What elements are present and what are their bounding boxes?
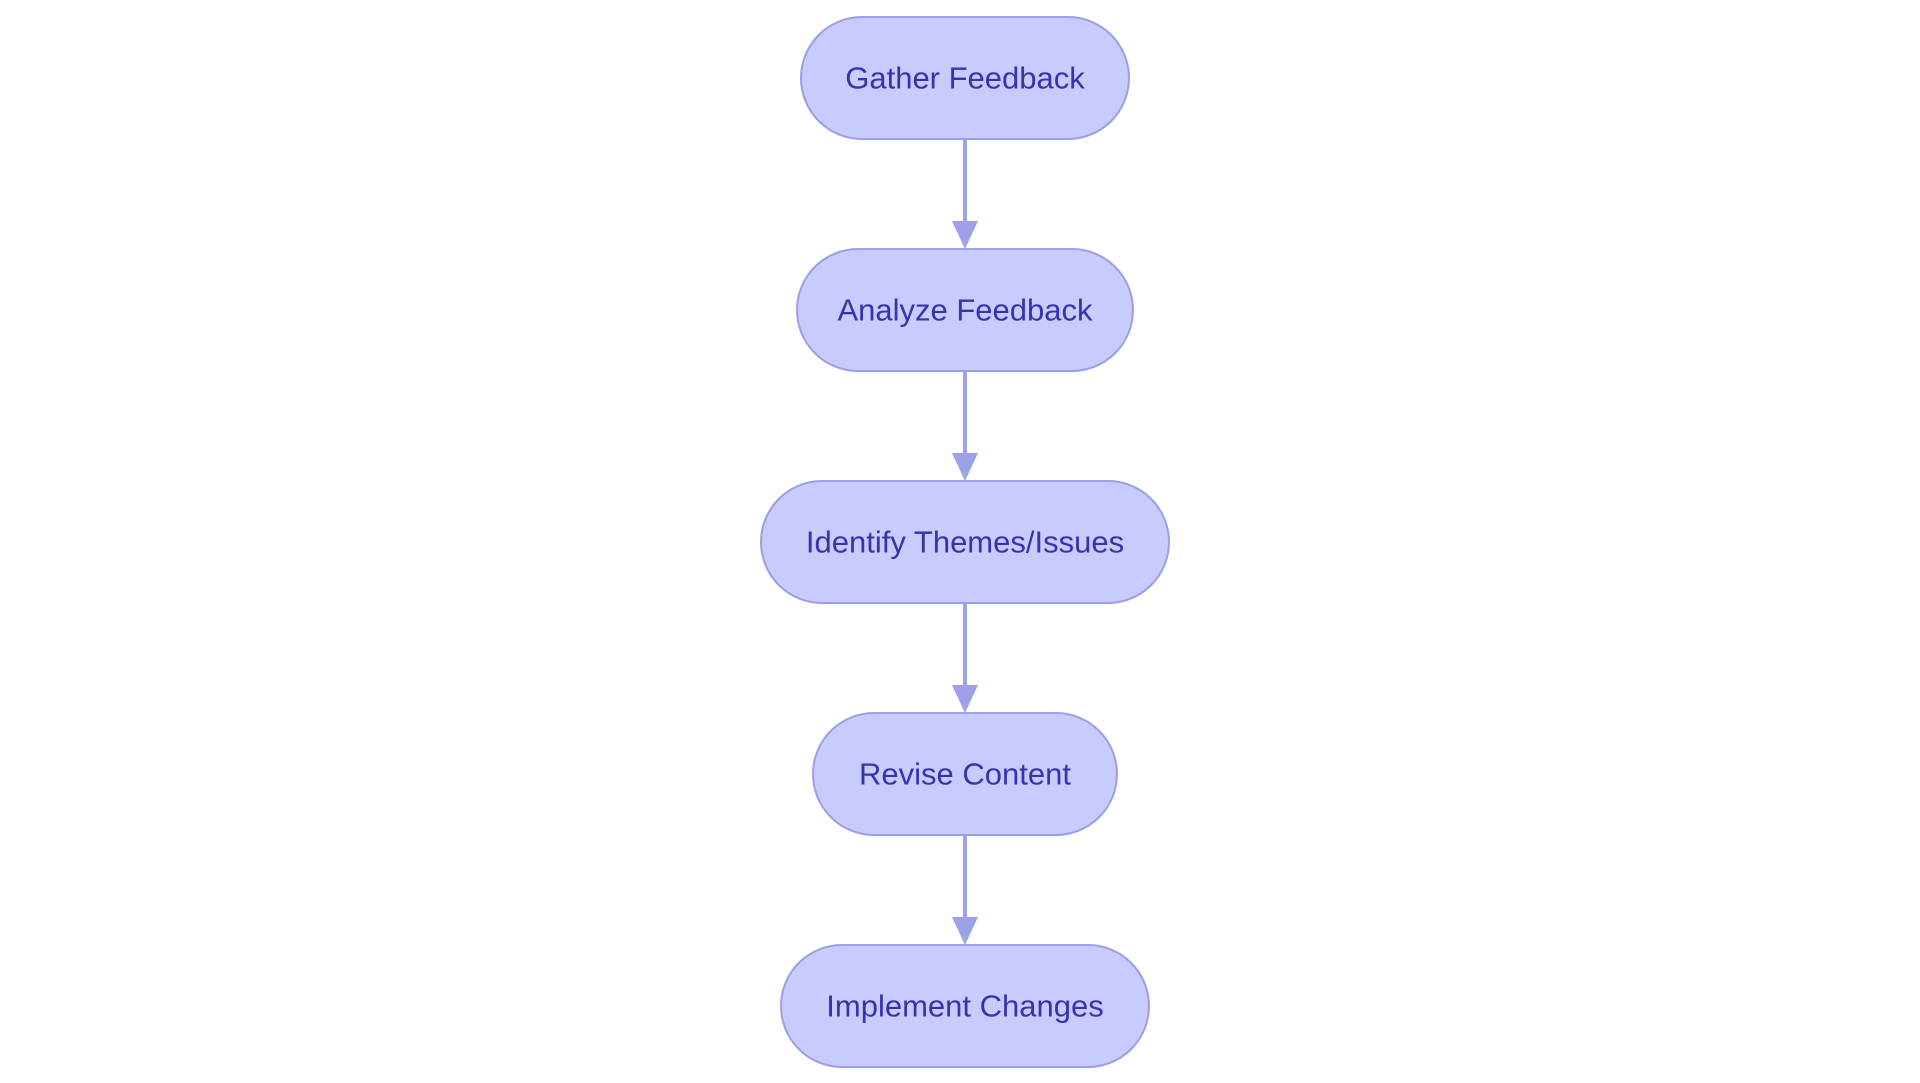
flow-arrow-revise-to-implement [952, 835, 978, 945]
flow-arrow-gather-to-analyze [952, 139, 978, 249]
node-shape-identify [760, 480, 1170, 604]
flow-node-gather: Gather Feedback [800, 16, 1130, 140]
flow-node-implement: Implement Changes [780, 944, 1150, 1068]
node-label-analyze: Analyze Feedback [837, 293, 1093, 328]
flow-node-analyze: Analyze Feedback [796, 248, 1134, 372]
node-shape-gather [800, 16, 1130, 140]
node-shape-implement [780, 944, 1150, 1068]
node-label-revise: Revise Content [859, 757, 1071, 792]
edges-layer [952, 139, 978, 945]
flow-node-revise: Revise Content [812, 712, 1118, 836]
arrowhead-icon [952, 685, 978, 713]
node-label-implement: Implement Changes [826, 989, 1103, 1024]
arrowhead-icon [952, 221, 978, 249]
node-shape-revise [812, 712, 1118, 836]
flow-arrow-analyze-to-identify [952, 371, 978, 481]
flow-arrow-identify-to-revise [952, 603, 978, 713]
node-label-gather: Gather Feedback [845, 61, 1085, 96]
node-shape-analyze [796, 248, 1134, 372]
flow-node-identify: Identify Themes/Issues [760, 480, 1170, 604]
arrowhead-icon [952, 453, 978, 481]
node-label-identify: Identify Themes/Issues [806, 525, 1124, 560]
arrowhead-icon [952, 917, 978, 945]
